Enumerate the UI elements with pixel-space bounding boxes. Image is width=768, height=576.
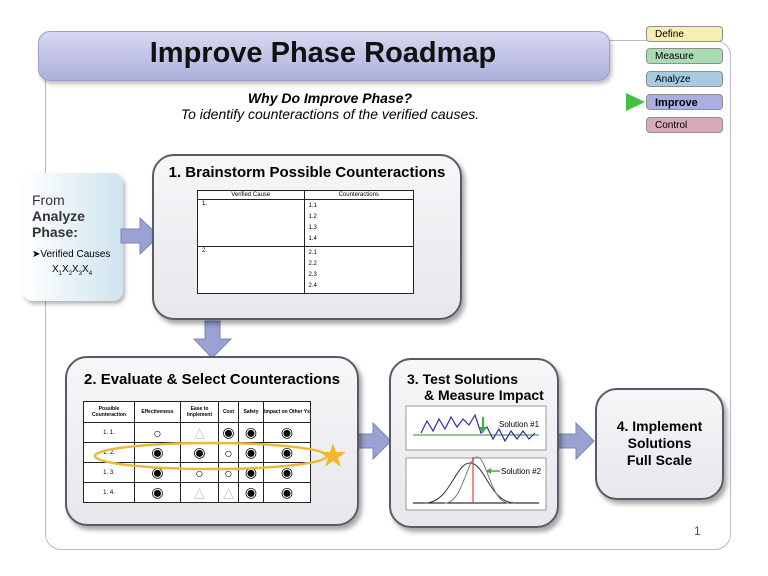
phase-tab-analyze[interactable]: Analyze <box>646 71 723 87</box>
table-header: Cost <box>218 401 239 423</box>
page-number: 1 <box>694 524 701 538</box>
step3-title-line1: 3. Test Solutions <box>407 371 518 387</box>
step3-title-line2: & Measure Impact <box>424 387 544 403</box>
phase-tab-control[interactable]: Control <box>646 117 723 133</box>
table-header: Possible Counteraction <box>83 401 135 423</box>
step4-box <box>595 388 724 500</box>
evaluation-table: Possible Counteraction Effectiveness Eas… <box>83 401 311 503</box>
analyze-label: Analyze <box>32 208 85 224</box>
page-title: Improve Phase Roadmap <box>149 37 497 69</box>
step4-text: 4. Implement Solutions Full Scale <box>616 418 703 468</box>
purpose-text: To identify counteractions of the verifi… <box>180 106 480 122</box>
phase-tab-improve[interactable]: Improve <box>646 94 723 110</box>
cause-variables: X1X2X3X4 <box>52 264 93 277</box>
table-header: Counteractions <box>303 190 415 200</box>
test-solutions-charts: Solution #1 Solution #2 <box>405 405 547 511</box>
phase-tab-define[interactable]: Define <box>646 26 723 42</box>
step1-title: 1. Brainstorm Possible Counteractions <box>168 164 446 181</box>
current-phase-arrow-icon <box>626 93 645 111</box>
from-label: From <box>32 192 65 208</box>
table-row: 1. 4. ◉ △ △ ◉ ◉ <box>83 482 311 503</box>
table-header: Verified Cause <box>197 190 305 200</box>
table-header: Ease to Implement <box>180 401 219 423</box>
phase-label: Phase: <box>32 224 78 240</box>
solution1-label: Solution #1 <box>499 420 540 429</box>
phase-tab-measure[interactable]: Measure <box>646 48 723 64</box>
title-bar <box>38 31 610 81</box>
verified-causes-label: ➤Verified Causes <box>32 249 111 260</box>
table-header: Effectiveness <box>134 401 181 423</box>
arrow-to-step1 <box>120 216 160 256</box>
selected-row-highlight <box>93 441 346 471</box>
step2-title: 2. Evaluate & Select Counteractions <box>84 371 340 388</box>
table-header: Impact on Other Ys <box>263 401 311 423</box>
from-analyze-box <box>23 173 123 301</box>
arrow-to-step4 <box>556 421 595 461</box>
arrow-to-step3 <box>353 421 392 461</box>
arrow-to-step2 <box>193 320 233 359</box>
star-icon <box>320 443 346 467</box>
solution2-label: Solution #2 <box>501 467 542 476</box>
why-heading: Why Do Improve Phase? <box>247 90 413 106</box>
table-header: Safety <box>238 401 264 423</box>
